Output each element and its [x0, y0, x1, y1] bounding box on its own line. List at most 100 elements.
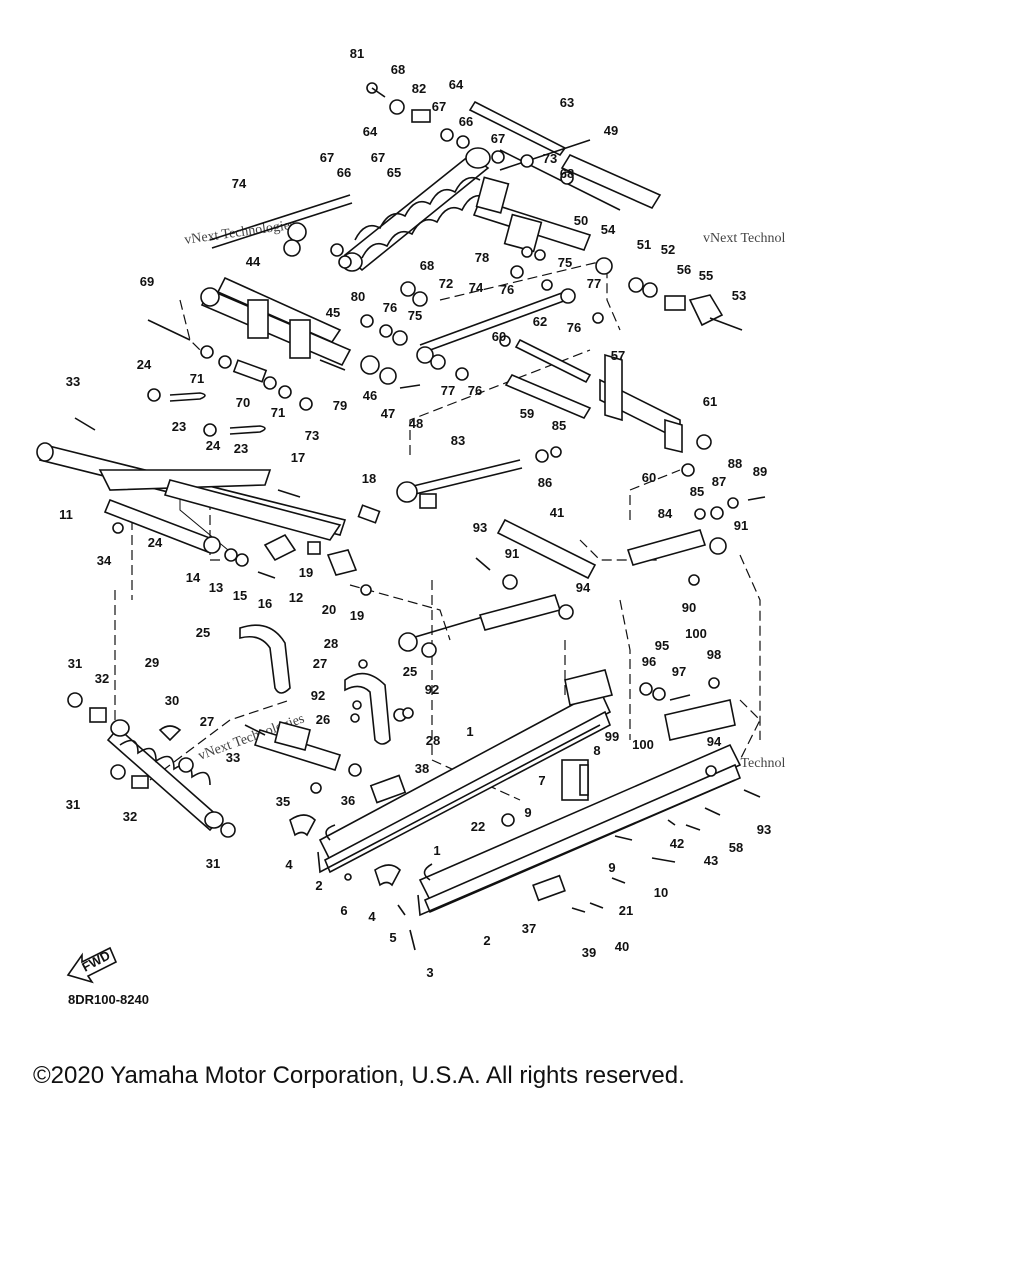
part-number-label: 90	[682, 600, 696, 615]
part-number-label: 31	[66, 797, 80, 812]
part-number-label: 46	[363, 388, 377, 403]
part-number-label: 77	[587, 276, 601, 291]
part-number-label: 9	[524, 805, 531, 820]
part-number-label: 71	[190, 371, 204, 386]
front-shock-29	[106, 719, 224, 832]
part-number-label: 18	[362, 471, 376, 486]
part-number-label: 36	[341, 793, 355, 808]
part-number-label: 24	[137, 357, 152, 372]
part-number-label: 59	[520, 406, 534, 421]
part-number-label: 100	[632, 737, 654, 752]
part-number-label: 26	[316, 712, 330, 727]
watermark-left: vNext Technologies	[183, 218, 296, 248]
part-number-label: 11	[59, 507, 73, 522]
part-number-label: 31	[206, 856, 220, 871]
fwd-arrow-icon: FWD	[66, 946, 118, 984]
part-number-label: 9	[608, 860, 615, 875]
bracket-57	[599, 353, 683, 454]
part-number-label: 76	[567, 320, 581, 335]
parts-diagram: vNext Technologies vNext Technol vNext T…	[36, 46, 785, 984]
part-number-label: 66	[337, 165, 351, 180]
part-number-label: 24	[206, 438, 221, 453]
part-number-label: 60	[642, 470, 656, 485]
part-number-label: 74	[232, 176, 247, 191]
rear-shock-absorber	[341, 147, 491, 272]
part-number-label: 95	[655, 638, 669, 653]
part-number-label: 33	[66, 374, 80, 389]
part-number-label: 56	[677, 262, 691, 277]
wear-guides	[289, 774, 566, 902]
part-number-label: 73	[305, 428, 319, 443]
part-number-label: 83	[451, 433, 465, 448]
part-number-label: 6	[340, 903, 347, 918]
part-number-label: 44	[246, 254, 261, 269]
rod-62-and-59	[504, 338, 592, 420]
guide-block-8	[561, 759, 589, 801]
part-number-label: 20	[322, 602, 336, 617]
part-number-label: 68	[420, 258, 434, 273]
shaft-41	[496, 518, 597, 580]
part-number-label: 67	[371, 150, 385, 165]
part-number-label: 22	[471, 819, 485, 834]
part-number-label: 94	[707, 734, 722, 749]
part-number-label: 55	[699, 268, 713, 283]
part-number-label: 80	[351, 289, 365, 304]
part-number-label: 91	[505, 546, 519, 561]
part-number-label: 57	[611, 348, 625, 363]
part-number-label: 73	[543, 151, 557, 166]
part-number-label: 27	[200, 714, 214, 729]
part-number-label: 5	[389, 930, 396, 945]
part-number-label: 34	[97, 553, 112, 568]
part-number-label: 23	[172, 419, 186, 434]
part-number-label: 58	[729, 840, 743, 855]
part-number-label: 92	[311, 688, 325, 703]
part-number-label: 72	[439, 276, 453, 291]
part-number-label: 25	[196, 625, 210, 640]
part-number-label: 75	[558, 255, 572, 270]
part-number-label: 81	[350, 46, 364, 61]
part-number-label: 42	[670, 836, 684, 851]
slide-rail-right	[418, 699, 742, 914]
part-number-label: 39	[582, 945, 596, 960]
part-number-label: 93	[757, 822, 771, 837]
part-number-label: 27	[313, 656, 327, 671]
part-number-label: 61	[703, 394, 717, 409]
part-number-label: 85	[690, 484, 704, 499]
part-number-label: 93	[473, 520, 487, 535]
part-number-label: 30	[165, 693, 179, 708]
part-number-label: 100	[685, 626, 707, 641]
upper-pivot-shafts	[468, 100, 662, 253]
rod-74-lower	[419, 289, 573, 354]
part-number-label: 13	[209, 580, 223, 595]
part-number-label: 28	[324, 636, 338, 651]
part-number-label: 25	[403, 664, 417, 679]
part-number-label: 41	[550, 505, 564, 520]
part-number-label: 89	[753, 464, 767, 479]
part-number-label: 7	[538, 773, 545, 788]
part-number-label: 40	[615, 939, 629, 954]
part-number-label: 64	[449, 77, 464, 92]
part-number-label: 67	[320, 150, 334, 165]
part-number-label: 96	[642, 654, 656, 669]
bracket-25-upper	[239, 624, 291, 694]
upper-arm-44	[200, 276, 352, 367]
part-number-label: 48	[409, 416, 423, 431]
part-number-label: 17	[291, 450, 305, 465]
part-number-label: 1	[466, 724, 473, 739]
shock-84	[626, 529, 707, 566]
part-number-label: 24	[148, 535, 163, 550]
copyright-notice: ©2020 Yamaha Motor Corporation, U.S.A. A…	[33, 1062, 685, 1089]
part-number-label: 82	[412, 81, 426, 96]
rod-83	[396, 459, 523, 503]
part-number-label: 94	[576, 580, 591, 595]
part-number-label: 52	[661, 242, 675, 257]
part-number-label: 1	[433, 843, 440, 858]
part-number-label: 99	[605, 729, 619, 744]
part-number-label: 32	[95, 671, 109, 686]
part-number-label: 67	[432, 99, 446, 114]
part-number-label: 78	[475, 250, 489, 265]
part-number-label: 63	[560, 95, 574, 110]
part-number-label: 19	[299, 565, 313, 580]
rod-74-upper	[209, 194, 353, 249]
part-number-label: 3	[426, 965, 433, 980]
